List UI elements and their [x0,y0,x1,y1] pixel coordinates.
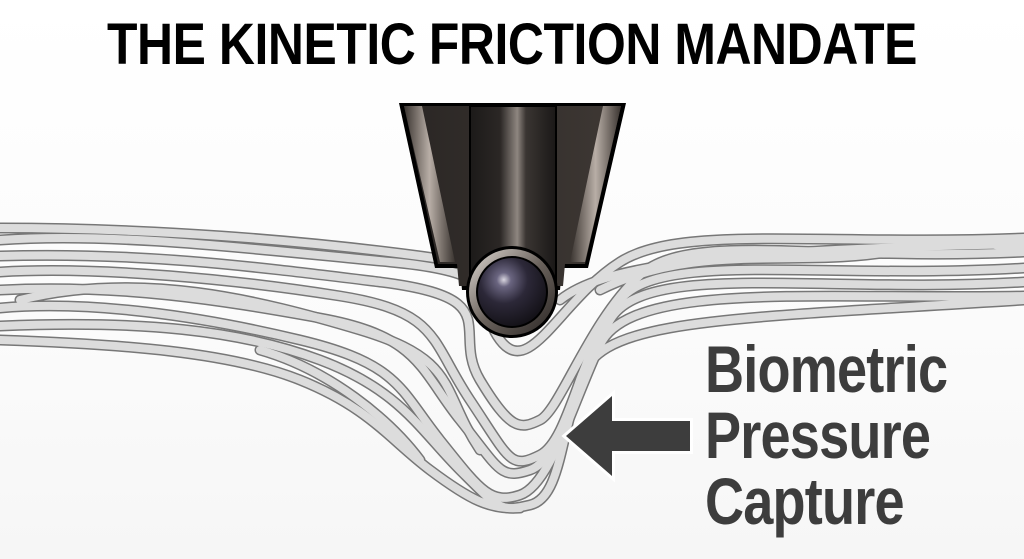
arrow-left-icon [561,389,693,483]
ball-bearing-icon [466,246,558,338]
label-line-2: Pressure [705,398,931,472]
page-title: THE KINETIC FRICTION MANDATE [106,12,918,77]
label-line-1: Biometric [705,332,948,406]
biometric-pressure-label: Biometric Pressure Capture [705,332,948,538]
label-line-3: Capture [705,464,905,538]
pen-tip-icon [399,103,626,290]
